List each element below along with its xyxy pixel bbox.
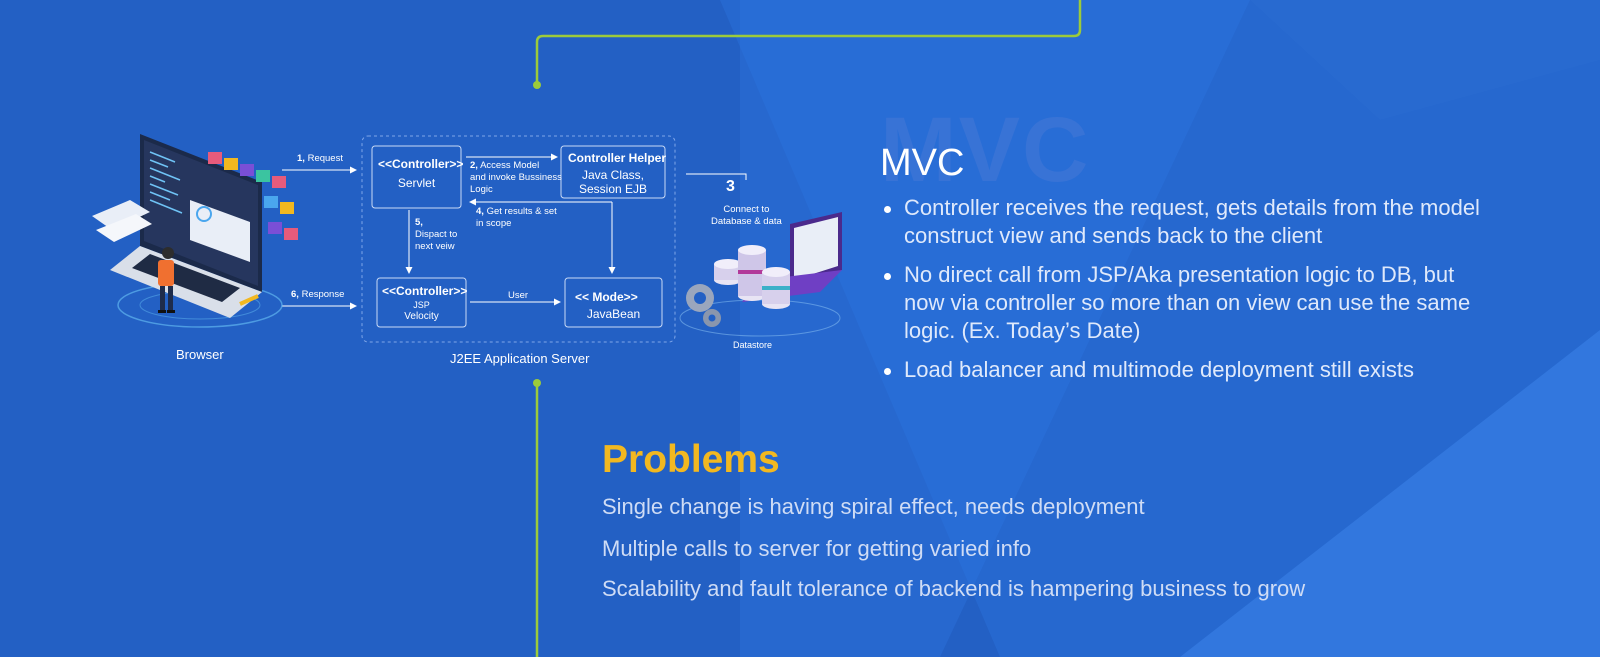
- problem-item: Scalability and fault tolerance of backe…: [602, 576, 1306, 601]
- server-container: [361, 135, 676, 343]
- helper-box-line1: Java Class,: [581, 168, 645, 182]
- laptop-illustration: [92, 134, 298, 328]
- mvc-ghost-heading: MVC: [880, 99, 1091, 201]
- servlet-box-title: <<Controller>>: [378, 157, 464, 171]
- datastore-illustration: [679, 212, 842, 337]
- jsp-box-outline: [376, 277, 467, 328]
- browser-label: Browser: [176, 347, 224, 362]
- mvc-bullet: No direct call from JSP/Aka presentation…: [882, 261, 1482, 345]
- jsp-box-line1: JSP: [413, 300, 430, 310]
- user-label: User: [508, 290, 529, 301]
- helper-box-outline: [560, 145, 666, 199]
- helper-box-title: Controller Helper: [568, 151, 667, 165]
- step2-label: 2, Access Model and invoke Bussiness Log…: [470, 160, 562, 195]
- mvc-bullet: Load balancer and multimode deployment s…: [882, 356, 1482, 384]
- datastore-label: Datastore: [733, 340, 773, 350]
- mvc-bullet: Controller receives the request, gets de…: [882, 194, 1482, 250]
- bullet-dot-icon: [884, 273, 891, 280]
- model-box-subtitle: JavaBean: [586, 307, 641, 321]
- jsp-box-title: <<Controller>>: [382, 284, 468, 298]
- problems-title: Problems: [602, 438, 780, 481]
- servlet-box-outline: [371, 145, 462, 209]
- problem-item: Multiple calls to server for getting var…: [602, 536, 1032, 561]
- helper-box-line2: Session EJB: [578, 182, 648, 196]
- mvc-bullet-list: Controller receives the request, gets de…: [882, 194, 1482, 395]
- connector-line-top: [535, 0, 1082, 84]
- bullet-dot-icon: [884, 368, 891, 375]
- model-box-title: << Mode>>: [575, 290, 638, 304]
- connector-dot-bottom: [533, 379, 541, 387]
- server-label: J2EE Application Server: [450, 351, 590, 366]
- jsp-box-line2: Velocity: [404, 311, 439, 322]
- mvc-title: MVC: [880, 142, 965, 184]
- step3-label: Connect to Database & data: [711, 204, 782, 227]
- step5-label: 5, Dispact to next veiw: [415, 217, 458, 252]
- step6-label: 6, Response: [291, 289, 345, 300]
- database-stack: [714, 245, 790, 309]
- gear-icon: [686, 284, 721, 327]
- step3-number: 3: [726, 178, 735, 195]
- bullet-dot-icon: [884, 206, 891, 213]
- problem-item: Single change is having spiral effect, n…: [602, 494, 1145, 519]
- model-box-outline: [564, 277, 663, 328]
- servlet-box-subtitle: Servlet: [397, 176, 436, 190]
- step4-label: 4, Get results & set in scope: [476, 206, 557, 229]
- step1-label: 1, Request: [297, 153, 343, 164]
- connector-dot-top: [533, 81, 541, 89]
- arrow-connect-db: [686, 173, 747, 180]
